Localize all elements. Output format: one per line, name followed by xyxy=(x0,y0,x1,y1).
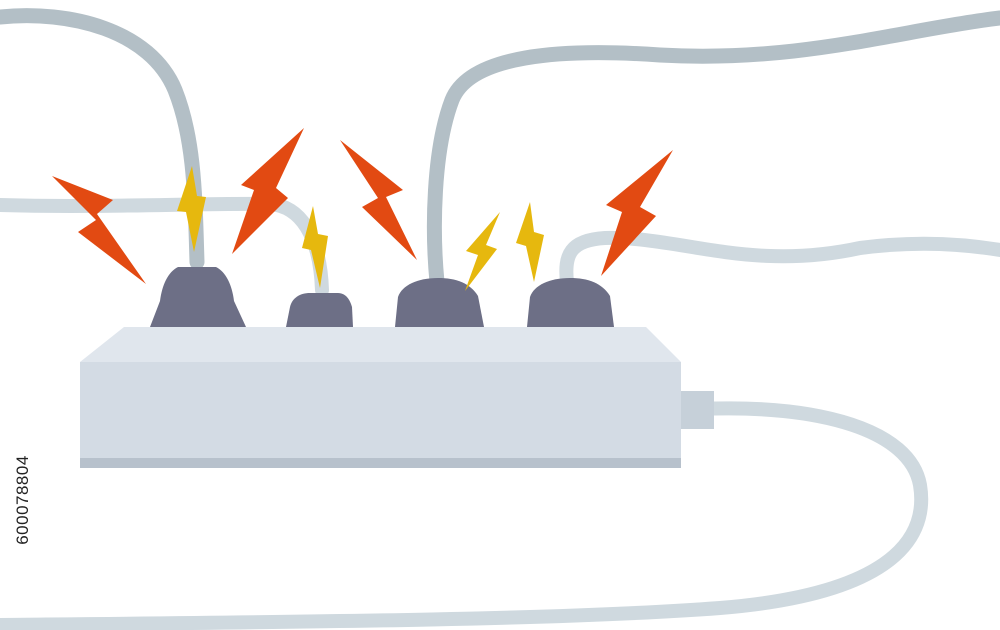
plugs xyxy=(150,267,614,327)
electric-cable-icon xyxy=(0,401,929,630)
cord-connector xyxy=(681,391,714,429)
lightning-bolt-icon xyxy=(177,166,206,252)
lightning-bolt-icon xyxy=(302,206,328,288)
plug-icon xyxy=(395,278,484,327)
plug-icon xyxy=(286,293,353,327)
lightning-bolt-icon xyxy=(601,150,673,276)
strip-front-face xyxy=(80,362,681,460)
red-sparks xyxy=(52,128,673,284)
power-strip-icon xyxy=(80,327,714,468)
lightning-bolt-icon xyxy=(465,212,500,291)
strip-bottom-edge xyxy=(80,458,681,468)
stock-image-id: 600078804 xyxy=(11,451,35,549)
lightning-bolt-icon xyxy=(232,128,304,254)
lightning-bolt-icon xyxy=(340,140,417,260)
plug-icon xyxy=(527,278,614,327)
strip-top-face xyxy=(80,327,681,362)
lightning-bolt-icon xyxy=(516,202,544,282)
electric-cable-icon xyxy=(559,230,1000,289)
lightning-bolt-icon xyxy=(52,176,146,284)
electric-cable-icon xyxy=(426,10,1000,290)
yellow-sparks xyxy=(177,166,544,291)
plug-icon xyxy=(150,267,246,327)
electric-cable-icon xyxy=(0,196,329,297)
cables xyxy=(0,8,1000,630)
